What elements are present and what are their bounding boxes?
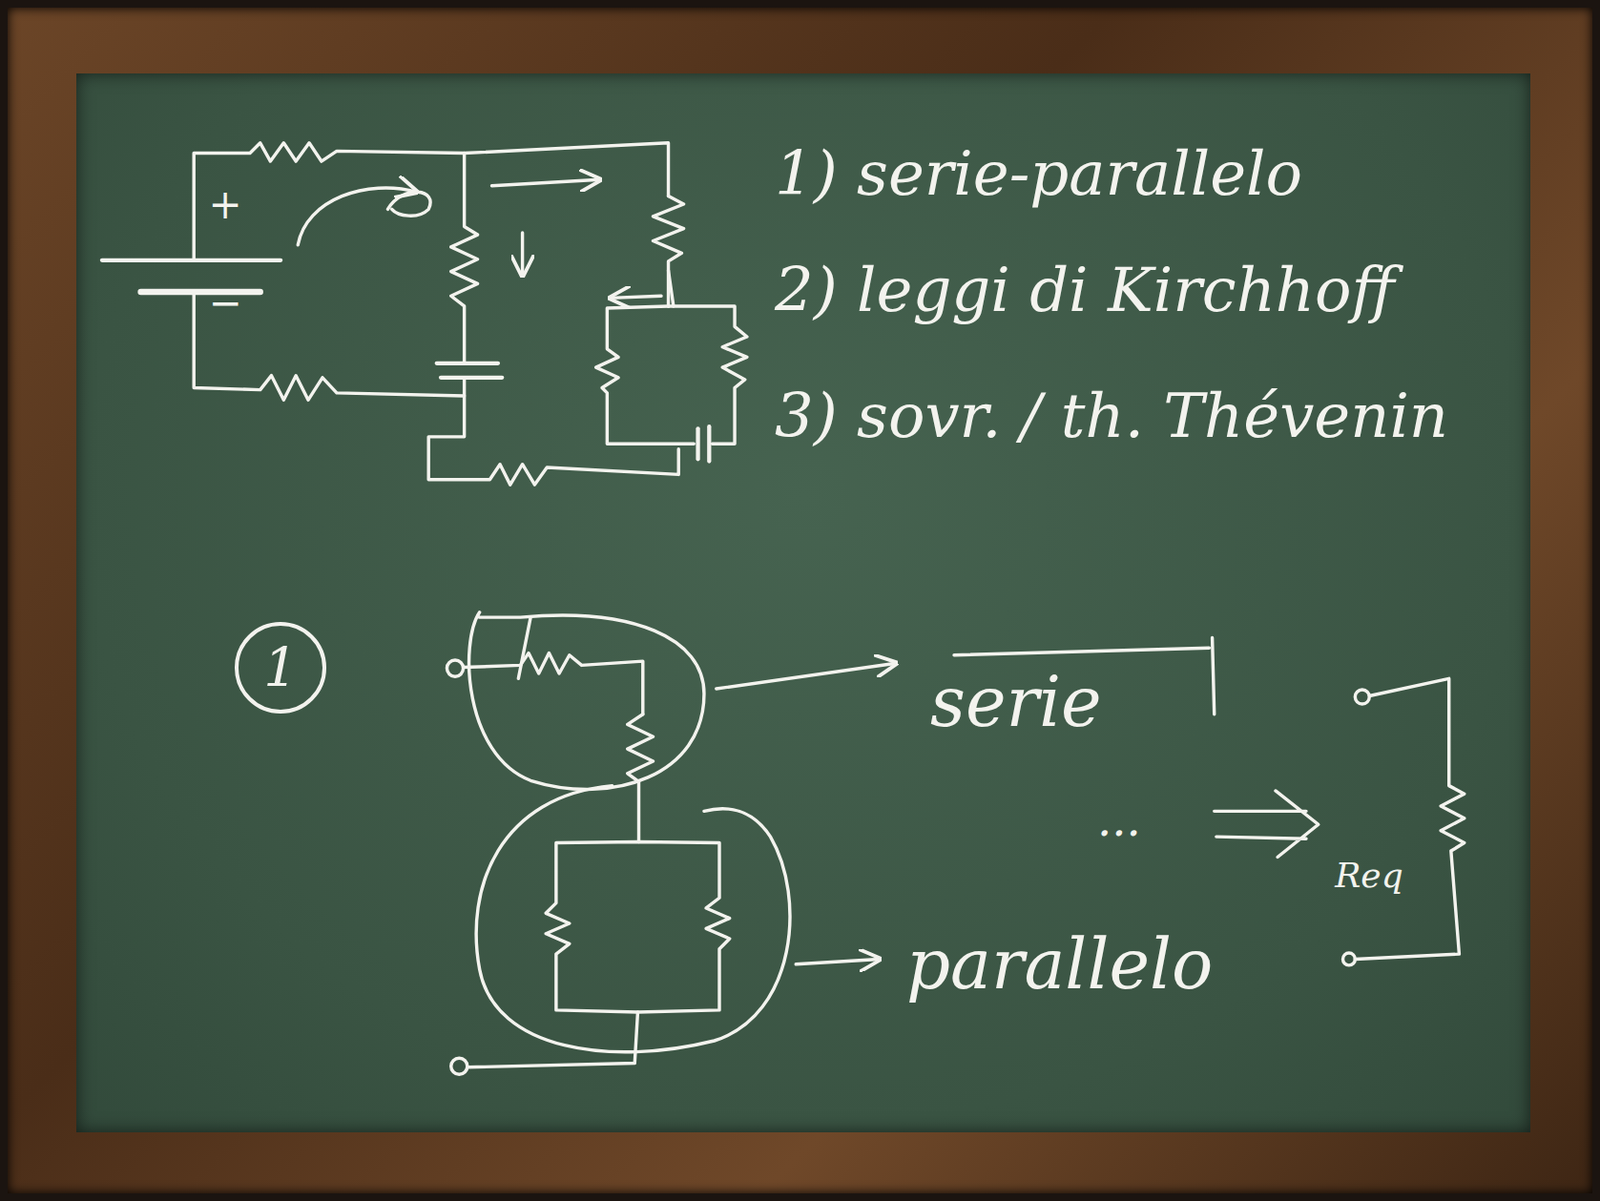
wire (668, 306, 748, 444)
wire (193, 143, 668, 261)
group-label: serie (930, 667, 1102, 737)
ellipsis: ... (1097, 796, 1142, 843)
list-item: 1) serie-parallelo (774, 143, 1303, 205)
list-item: 2) leggi di Kirchhoff (774, 259, 1395, 321)
wire (463, 653, 644, 715)
capacitor-symbol (436, 361, 499, 366)
current-arrow (668, 270, 674, 307)
terminal (1354, 689, 1370, 705)
current-arrow (492, 179, 601, 186)
resistor-symbol (652, 195, 684, 307)
tick-mark (518, 617, 531, 679)
callout-circle: 1 (234, 622, 327, 714)
current-arrow (610, 295, 662, 298)
capacitor-symbol (706, 426, 711, 461)
resistor-symbol (451, 153, 478, 363)
list-item: 3) sovr. / th. Thévenin (774, 385, 1449, 447)
polarity-sign: − (207, 283, 242, 324)
wire (596, 306, 695, 444)
wire (467, 1012, 639, 1068)
callout-number: 1 (263, 641, 298, 695)
resistor-symbol (1354, 678, 1464, 959)
terminal (451, 1058, 468, 1075)
group-outline (469, 612, 705, 790)
battery-plate (141, 289, 261, 295)
chalkboard (76, 73, 1531, 1133)
wire (428, 377, 679, 485)
battery-plate (102, 258, 281, 263)
group-label: parallelo (906, 930, 1213, 999)
terminal (446, 660, 463, 677)
resistor-symbol (545, 841, 730, 1013)
leader-arrow (716, 663, 896, 689)
group-outline (476, 786, 790, 1053)
current-arrow (520, 232, 524, 276)
mesh-arrow (387, 191, 431, 216)
capacitor-symbol (440, 375, 502, 380)
implies-arrow (1214, 790, 1319, 858)
equivalent-label: Req (1334, 858, 1403, 894)
capacitor-symbol (695, 428, 700, 459)
leader-arrow (795, 958, 880, 964)
terminal (1342, 953, 1355, 966)
polarity-sign: + (207, 185, 242, 226)
